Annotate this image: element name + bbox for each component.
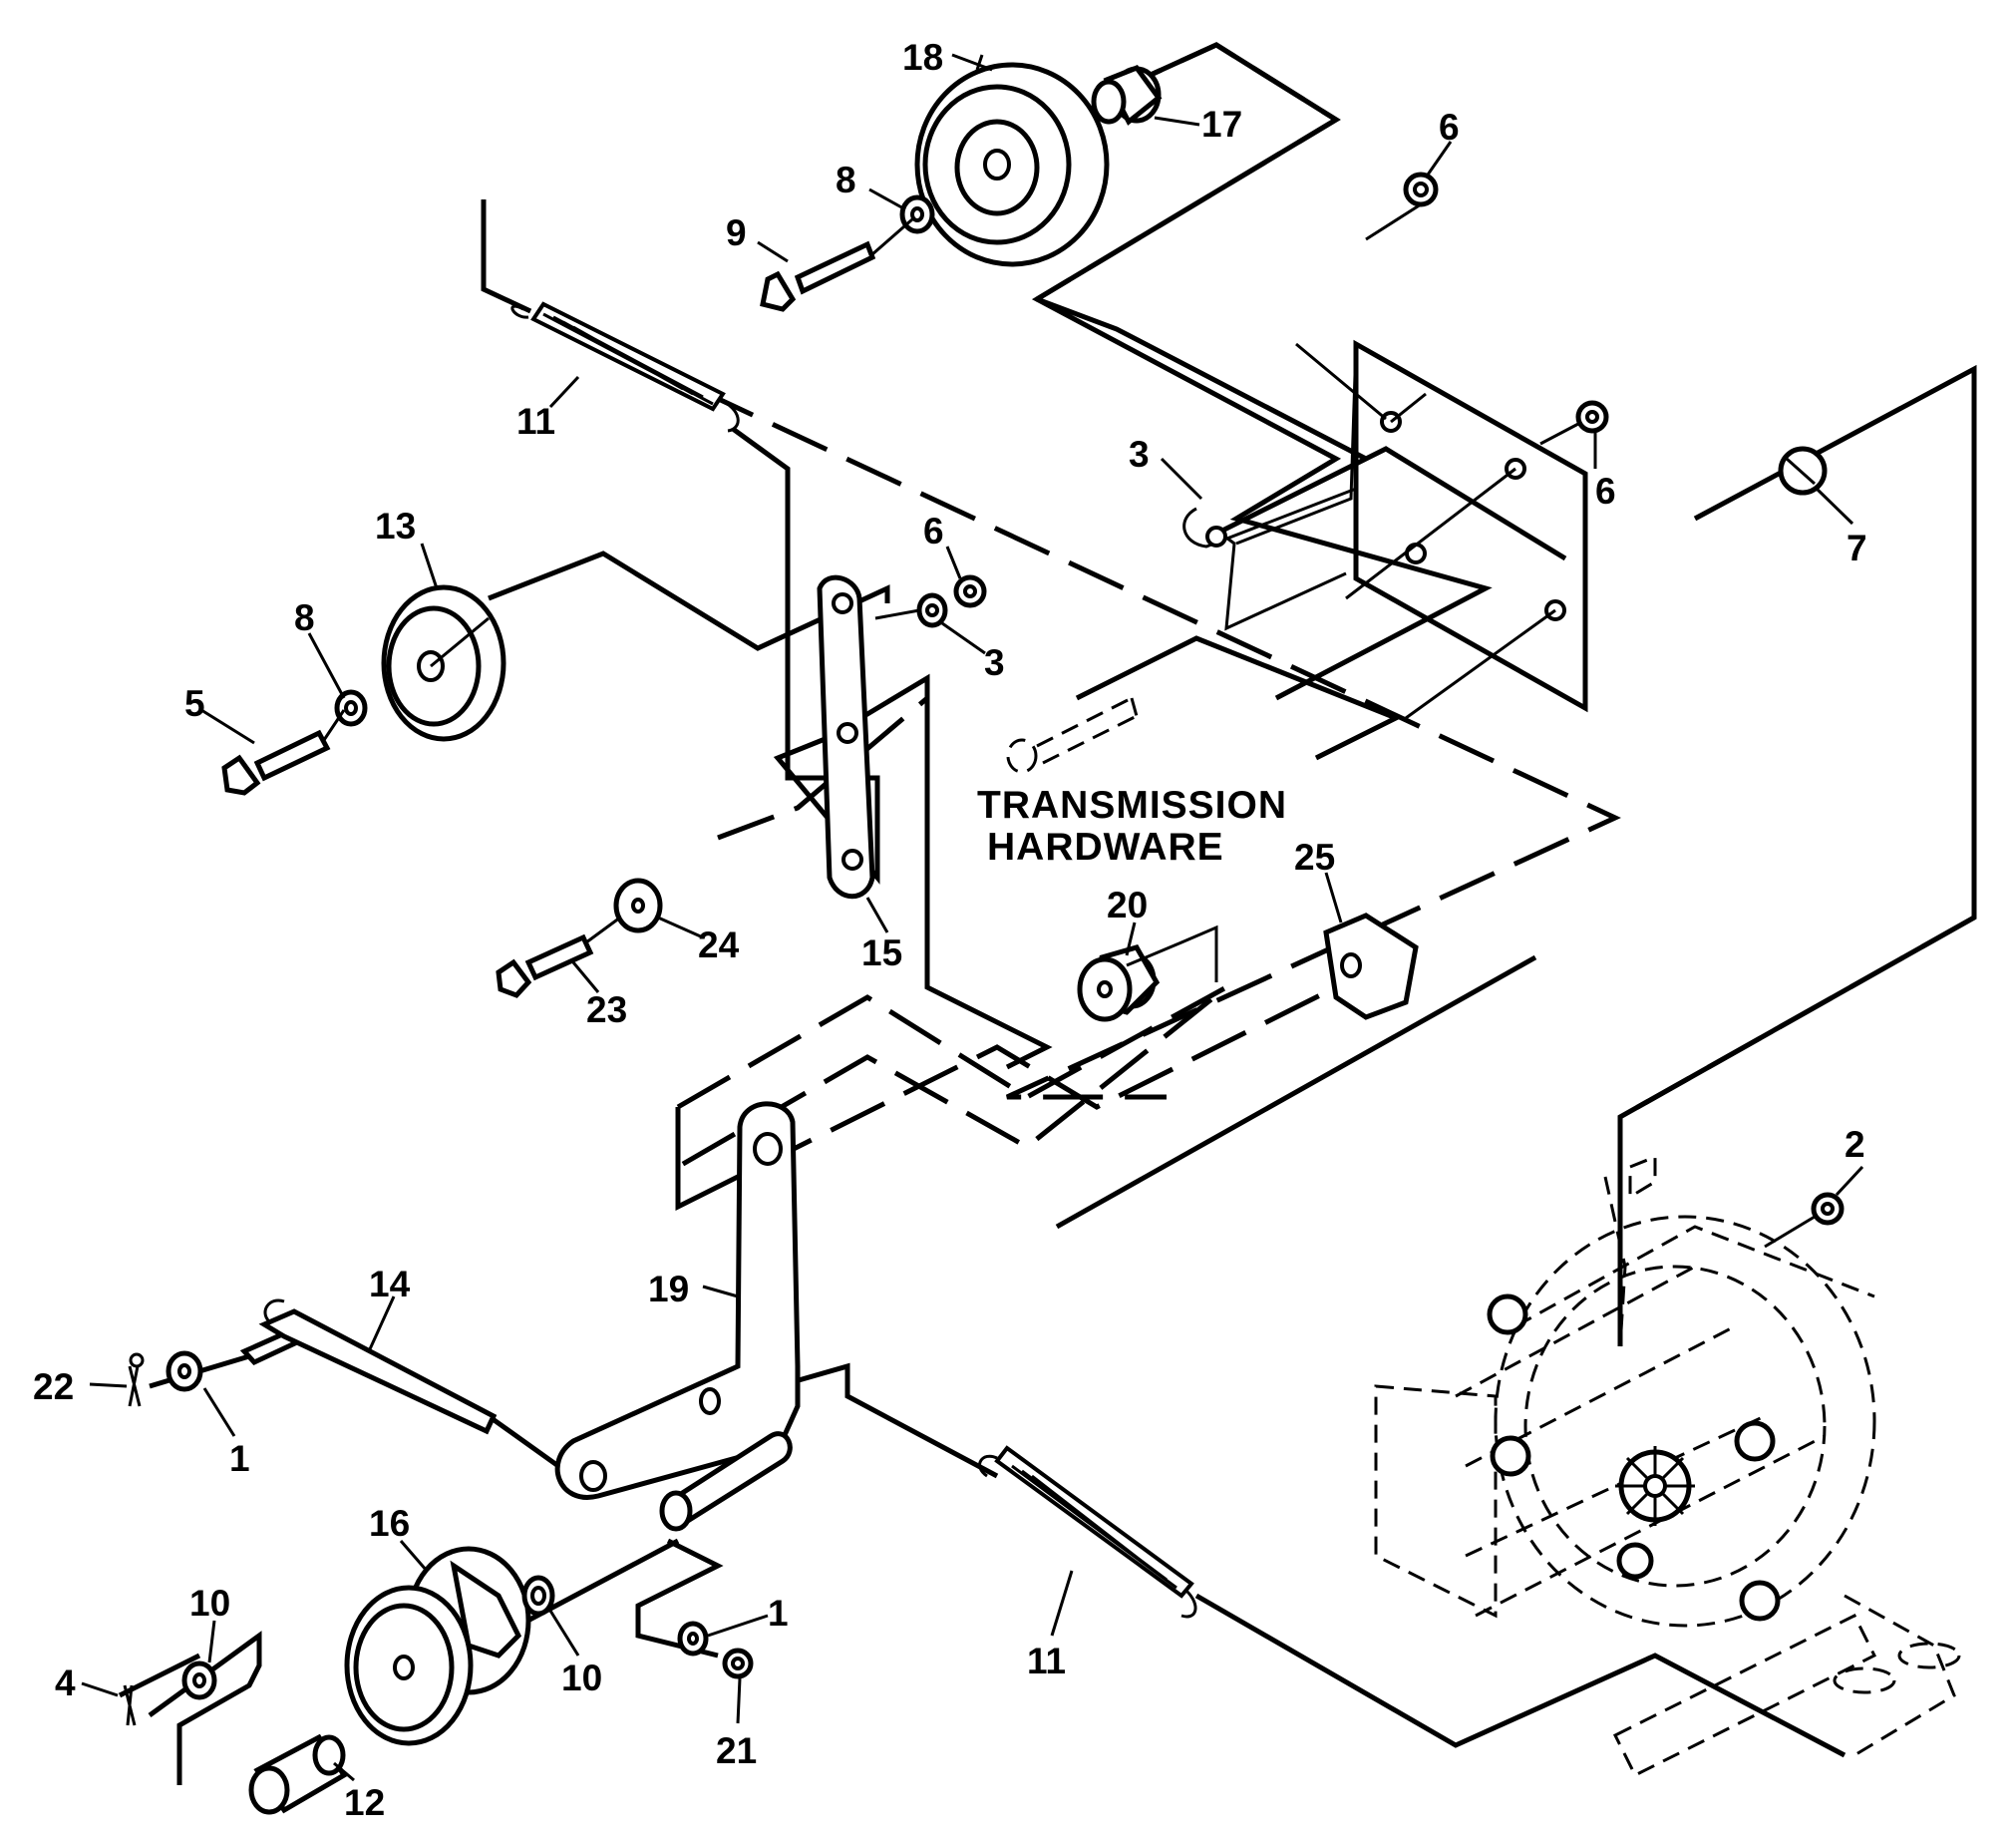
callout-10: 10 (189, 1583, 230, 1624)
transmission-bolt (1006, 696, 1139, 774)
assembly-leader-lines (118, 42, 1977, 1785)
dashed-bracket-top (481, 199, 1621, 1100)
motor-feed-line (1617, 364, 1977, 1346)
spring11-bottom-tail (1194, 1593, 1847, 1758)
nut-6-top (1365, 172, 1439, 241)
link15-to-bracket (717, 696, 929, 841)
callout-5: 5 (184, 683, 205, 724)
spring-11-top (510, 301, 740, 433)
frame-top-right (1036, 296, 1368, 462)
bracket-19 (554, 1101, 801, 1532)
callout-4: 4 (55, 1662, 76, 1703)
washer-10-right (521, 1575, 555, 1617)
callout-19: 19 (648, 1269, 689, 1309)
callout-8: 8 (294, 597, 315, 638)
callout-3: 3 (1129, 434, 1150, 475)
callout-6: 6 (1595, 471, 1616, 512)
rod14-to-pivot (487, 1413, 560, 1469)
cotter-22 (128, 1352, 145, 1407)
link-15 (817, 574, 875, 900)
pulley-13 (381, 584, 506, 742)
link15-frame (773, 673, 1053, 1070)
callout-6: 6 (1439, 107, 1460, 148)
callout-labels: 18 17 6 8 9 11 3 6 7 13 6 8 3 5 25 20 24… (33, 37, 1867, 1823)
pulley-18 (914, 54, 1110, 267)
nut-21 (722, 1648, 754, 1679)
callout-24: 24 (698, 924, 740, 965)
transmission-label-line2: HARDWARE (987, 826, 1224, 869)
callout-8: 8 (836, 160, 856, 200)
callout-leaders (81, 53, 1864, 1782)
transmission-hardware-label: TRANSMISSION HARDWARE (977, 784, 1287, 869)
callout-1: 1 (229, 1438, 250, 1479)
callout-23: 23 (586, 989, 627, 1030)
nut-6-mid (953, 574, 987, 608)
lower-zigzag-dash (676, 984, 1228, 1170)
callout-11: 11 (1027, 1641, 1066, 1681)
pivot-line (1055, 954, 1537, 1230)
bushing-17 (1091, 64, 1163, 126)
pulley-16 (344, 1546, 531, 1746)
motor-feed-dash (1618, 915, 1976, 1120)
callout-2: 2 (1845, 1124, 1865, 1165)
washer-8-mid (334, 689, 368, 727)
callout-1: 1 (768, 1593, 789, 1634)
rod-14 (239, 1298, 498, 1435)
washer-24 (613, 878, 663, 933)
motor-plate-3 (1182, 339, 1588, 720)
motor-assembly (1374, 1154, 1961, 1778)
sleeve-12 (248, 1733, 348, 1815)
pin4-line (118, 1653, 201, 1698)
callout-6: 6 (923, 511, 944, 552)
callout-14: 14 (369, 1264, 411, 1304)
pulley13-link (488, 551, 890, 651)
pulley18-dashed-frame (1031, 42, 1493, 701)
callout-7: 7 (1847, 528, 1867, 568)
block-25 (1323, 913, 1419, 1020)
spring11-link-top (731, 426, 798, 781)
callout-25: 25 (1294, 837, 1335, 878)
bolt-5 (221, 709, 346, 796)
bolt-23 (496, 916, 621, 998)
bracket12-frame (148, 1631, 262, 1785)
callout-22: 22 (33, 1366, 74, 1407)
callout-3: 3 (984, 642, 1005, 683)
callout-17: 17 (1201, 104, 1242, 145)
spring11-bottom-link (777, 1362, 999, 1479)
washer-8-top (899, 194, 935, 234)
callout-10: 10 (561, 1658, 602, 1698)
nut-6-right (1539, 400, 1609, 446)
washer-1-right (677, 1621, 709, 1657)
knob-7 (1778, 446, 1828, 496)
callout-13: 13 (375, 506, 416, 547)
washer-10-left (181, 1660, 217, 1700)
washer-3-mid (874, 592, 948, 628)
callout-21: 21 (716, 1730, 757, 1771)
callout-15: 15 (861, 932, 902, 973)
callout-20: 20 (1107, 885, 1148, 925)
bracket19-to-25 (756, 984, 1338, 1170)
callout-18: 18 (902, 37, 943, 78)
nut-2 (1764, 1192, 1845, 1249)
bolt-9 (760, 217, 913, 312)
transmission-bolt-line (1075, 635, 1403, 761)
pin1-frame (635, 1538, 724, 1659)
plate-to-nut-line (1204, 446, 1567, 561)
callout-9: 9 (726, 212, 747, 253)
washer-1-left (166, 1350, 203, 1392)
callout-16: 16 (369, 1503, 410, 1544)
pin-4 (123, 1684, 137, 1726)
callout-12: 12 (344, 1782, 385, 1823)
callout-11: 11 (516, 401, 555, 442)
transmission-label-line1: TRANSMISSION (977, 784, 1287, 827)
pulley18-dashed-frame-b (1035, 42, 1341, 302)
spring-11-bottom (978, 1445, 1197, 1619)
bushing-20 (1077, 924, 1218, 1022)
